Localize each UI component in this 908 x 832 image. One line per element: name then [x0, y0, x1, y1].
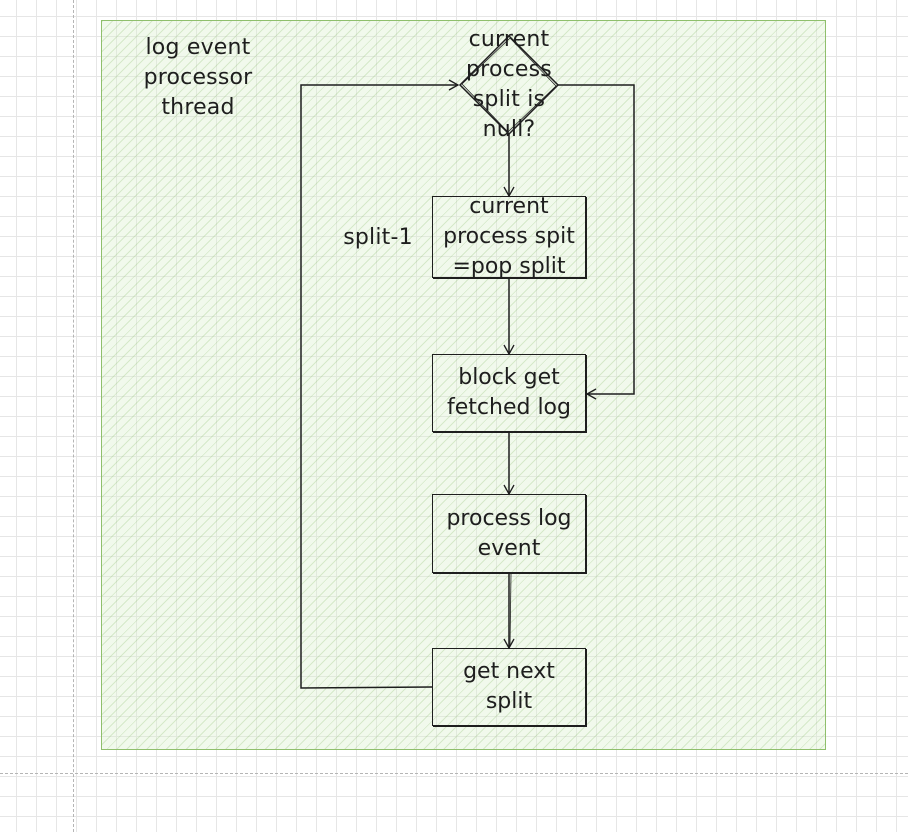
arrow-process-to-next-sketch — [509, 573, 512, 647]
node-get-next[interactable]: get next split — [432, 648, 586, 726]
node-pop-split-label: current process spit =pop split — [443, 194, 575, 279]
decision-diamond-sketch — [461, 37, 557, 133]
arrow-notnull-to-block[interactable] — [558, 84, 635, 400]
thread-frame[interactable] — [101, 20, 826, 750]
arrow-loop-back[interactable] — [300, 79, 460, 689]
canvas-guide-horizontal — [0, 773, 908, 774]
canvas-guide-vertical — [73, 0, 74, 832]
node-process-log-label: process log event — [446, 505, 572, 561]
edge-label-split: split-1 — [343, 225, 413, 250]
node-process-log[interactable]: process log event — [432, 494, 586, 573]
node-block-get[interactable]: block get fetched log — [432, 354, 586, 432]
node-block-get-label: block get fetched log — [447, 365, 571, 420]
decision-text: current process split is null? — [466, 27, 552, 142]
node-get-next-label: get next split — [463, 659, 555, 714]
frame-title: log event processor thread — [143, 35, 253, 120]
node-pop-split[interactable]: current process spit =pop split — [432, 194, 586, 279]
